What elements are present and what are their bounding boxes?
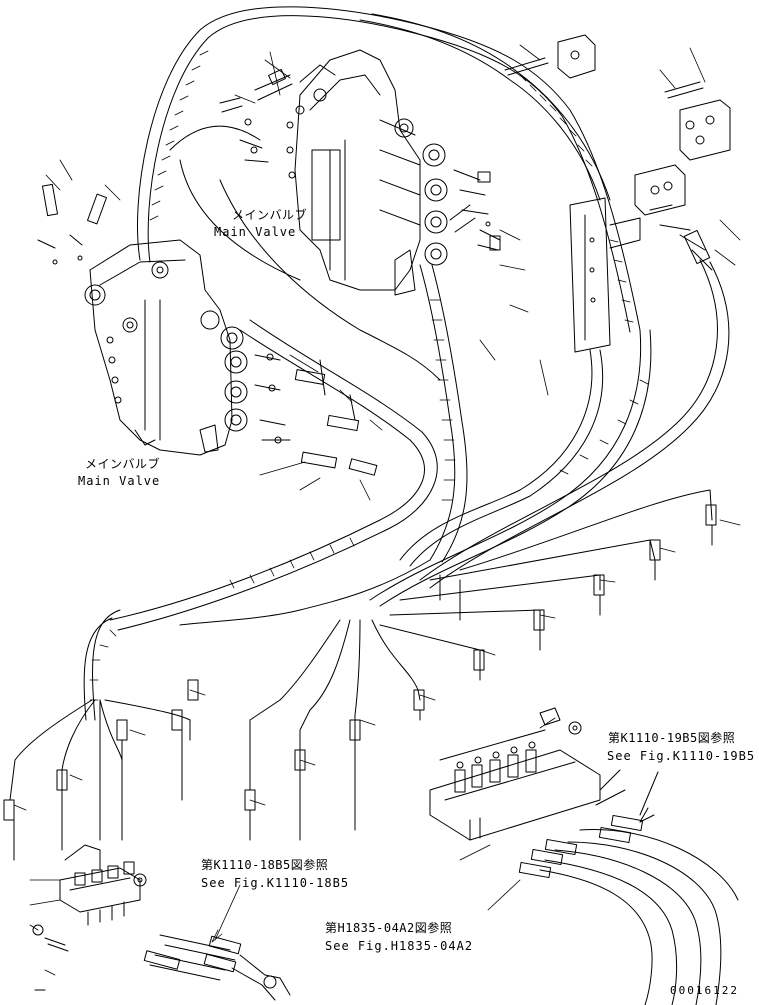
upper-main-valve-label-jp: メインバルブ: [232, 208, 308, 222]
right-manifold-blocks: [504, 34, 731, 353]
upper-valve-fittings: [219, 69, 501, 251]
ref-k1110-18b5-label-en: See Fig.K1110-18B5: [201, 876, 350, 890]
lower-valve-fittings: [37, 183, 378, 476]
ref-h1835-04a2-label-en: See Fig.H1835-04A2: [325, 939, 474, 953]
center-harness: [244, 489, 717, 841]
callout-leader-lines: [13, 44, 741, 976]
ref-k1110-18b5-label-jp: 第K1110-18B5図参照: [201, 858, 329, 872]
right-cable-bundle: [518, 771, 739, 1005]
document-number: 00016122: [670, 984, 739, 997]
lower-main-valve-label-jp: メインバルブ: [85, 457, 161, 471]
spiral-guard-marks: [89, 50, 649, 701]
upper-main-valve-label-en: Main Valve: [214, 225, 297, 239]
ref-k1110-19b5-label-jp: 第K1110-19B5図参照: [608, 731, 736, 745]
hose-bundle-upper: [83, 6, 730, 721]
upper-main-valve: [286, 49, 448, 296]
ref-k1110-19b5-label-en: See Fig.K1110-19B5: [607, 749, 756, 763]
lower-main-valve: [84, 239, 248, 456]
left-harness: [3, 679, 199, 861]
right-solenoid-block: [429, 707, 626, 841]
lower-main-valve-label-en: Main Valve: [78, 474, 161, 488]
ref-h1835-04a2-label-jp: 第H1835-04A2図参照: [325, 921, 453, 935]
